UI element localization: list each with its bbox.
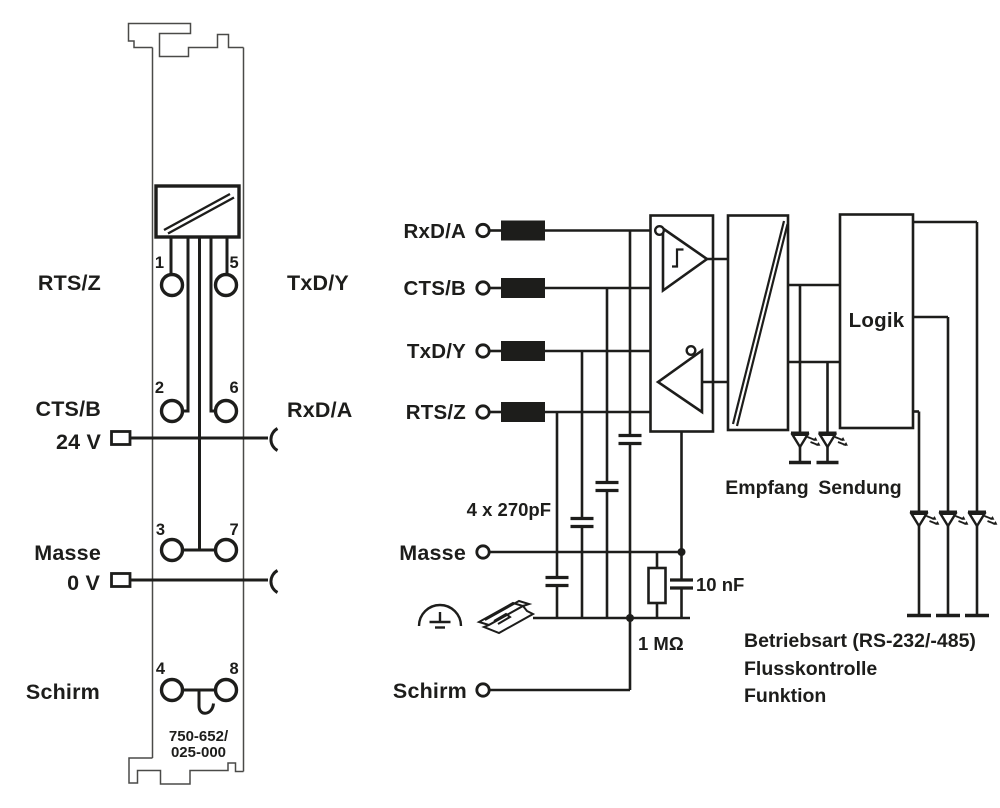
module-isolation-symbol <box>154 184 241 239</box>
isolation-block <box>726 214 790 432</box>
logic-block: Logik <box>838 213 915 430</box>
label-rts-z: RTS/Z <box>38 271 101 295</box>
contact-3 <box>159 537 185 563</box>
note-betriebsart: Betriebsart (RS-232/-485) <box>744 630 976 652</box>
filter-block-rts <box>501 402 545 422</box>
module-pin-numbers: 1 5 2 6 3 7 4 8 <box>155 254 239 678</box>
circuit-labels: RxD/A CTS/B TxD/Y RTS/Z Masse Schirm <box>393 220 467 703</box>
label-txd-y: TxD/Y <box>287 271 349 295</box>
terminal-rxd-a <box>475 222 491 239</box>
pin-number-7: 7 <box>230 521 239 539</box>
suppressor-capacitors <box>545 230 642 690</box>
part-number-line2: 025-000 <box>171 744 226 761</box>
led-funktion-icon <box>966 510 999 528</box>
inverter-dot-driver <box>685 345 697 357</box>
filter-block-txd <box>501 341 545 361</box>
pin-number-6: 6 <box>230 379 239 397</box>
contact-2 <box>159 398 185 424</box>
led-flusskontrolle-icon <box>937 510 970 528</box>
filter-block-rxd <box>501 220 545 241</box>
module-housing-outline <box>127 22 245 785</box>
resistor-1mohm <box>647 566 667 605</box>
earth-ground-icon <box>417 603 463 629</box>
pin-number-2: 2 <box>155 379 164 397</box>
led-sendung-icon <box>817 431 850 449</box>
pin-number-5: 5 <box>230 254 239 272</box>
pin-number-8: 8 <box>230 660 239 678</box>
circuit-schematic: 4 x 270pF 10 nF 1 MΩ <box>393 213 999 707</box>
inverter-dot-receiver <box>654 224 666 236</box>
terminal-schirm <box>475 682 491 698</box>
pin-number-1: 1 <box>155 254 164 272</box>
label-24v: 24 V <box>56 430 101 454</box>
label-c-rts-z: RTS/Z <box>406 401 466 424</box>
label-c-schirm: Schirm <box>393 679 467 703</box>
contact-8 <box>213 677 239 703</box>
label-empfang: Empfang <box>725 477 808 499</box>
label-sendung: Sendung <box>818 477 901 499</box>
label-logik: Logik <box>849 309 905 332</box>
label-rxd-a: RxD/A <box>287 398 353 422</box>
terminal-txd-y <box>475 343 491 359</box>
label-cts-b: CTS/B <box>36 397 102 421</box>
module-wiring <box>110 237 279 715</box>
power-plug-symbol-24v <box>110 430 132 446</box>
note-funktion: Funktion <box>744 685 826 707</box>
jumper-contact-symbol-24v <box>269 427 279 452</box>
filter-block-cts <box>501 278 545 298</box>
transceiver-block <box>649 214 728 433</box>
jumper-contact-symbol-0v <box>269 569 279 594</box>
contact-6 <box>213 398 239 424</box>
contact-4 <box>159 677 185 703</box>
contact-7 <box>213 537 239 563</box>
led-betriebsart-icon <box>908 510 941 528</box>
label-0v: 0 V <box>67 571 100 595</box>
module-part-number: 750-652/ 025-000 <box>169 728 229 761</box>
hysteresis-icon <box>672 248 684 268</box>
contact-1 <box>159 272 185 298</box>
receiver-comparator <box>661 226 710 294</box>
contact-5 <box>213 272 239 298</box>
bus-module: 1 5 2 6 3 7 4 8 RTS/Z CTS/B 24 V Masse 0… <box>26 22 353 785</box>
power-plug-symbol-0v <box>110 572 132 588</box>
ground-network: 10 nF 1 MΩ <box>489 431 744 692</box>
part-number-line1: 750-652/ <box>169 728 229 745</box>
label-c-masse: Masse <box>399 541 466 565</box>
pin-number-4: 4 <box>156 660 166 678</box>
mode-leds <box>907 220 999 618</box>
terminal-rts-z <box>475 404 491 420</box>
module-clamp-contacts <box>159 272 239 703</box>
label-1mohm: 1 MΩ <box>638 633 684 654</box>
label-c-rxd-a: RxD/A <box>403 220 466 243</box>
terminal-cts-b <box>475 280 491 296</box>
label-c-txd-y: TxD/Y <box>407 340 466 363</box>
pin-number-3: 3 <box>156 521 165 539</box>
shield-hook-symbol <box>197 691 215 715</box>
label-c-cts-b: CTS/B <box>404 277 467 300</box>
label-4x270pf: 4 x 270pF <box>467 499 551 520</box>
status-leds: Empfang Sendung <box>725 283 902 499</box>
led-empfang-icon <box>789 431 822 449</box>
module-labels: RTS/Z CTS/B 24 V Masse 0 V Schirm TxD/Y … <box>26 271 353 704</box>
input-terminals <box>475 220 545 698</box>
led-legend: Betriebsart (RS-232/-485) Flusskontrolle… <box>744 630 976 707</box>
label-masse: Masse <box>34 541 101 565</box>
label-schirm: Schirm <box>26 680 100 704</box>
label-10nf: 10 nF <box>696 574 744 595</box>
terminal-masse <box>475 544 491 560</box>
din-rail-icon <box>476 599 536 635</box>
note-flusskontrolle: Flusskontrolle <box>744 658 877 680</box>
junction-dot-rail <box>626 614 634 622</box>
